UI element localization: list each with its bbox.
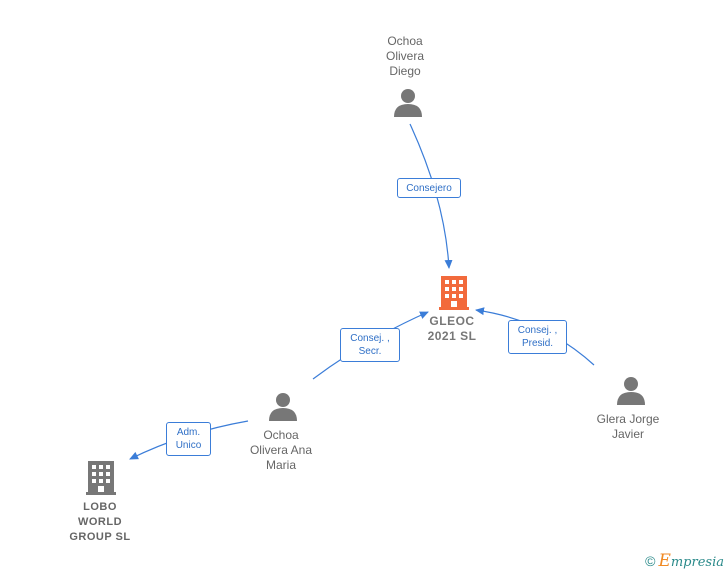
brand-footer[interactable]: ©Empresia bbox=[645, 551, 724, 571]
person-icon[interactable] bbox=[393, 88, 423, 118]
building-icon[interactable] bbox=[439, 276, 469, 310]
edge-label-consejero: Consejero bbox=[397, 178, 461, 198]
person-icon[interactable] bbox=[616, 376, 646, 406]
brand-logo-text: mpresia bbox=[670, 555, 724, 570]
brand-logo-initial: E bbox=[658, 551, 671, 571]
edge-label-consej-secr: Consej. , Secr. bbox=[340, 328, 400, 362]
node-lobo-label[interactable]: LOBO WORLD GROUP SL bbox=[69, 501, 131, 543]
edge-label-consej-presid: Consej. , Presid. bbox=[508, 320, 567, 354]
node-gleoc-label[interactable]: GLEOC 2021 SL bbox=[427, 314, 477, 343]
node-ochoa-ana-label[interactable]: Ochoa Olivera Ana Maria bbox=[249, 428, 313, 472]
edge-label-adm-unico: Adm. Unico bbox=[166, 422, 211, 456]
node-glera-label[interactable]: Glera Jorge Javier bbox=[596, 412, 660, 441]
node-ochoa-diego-label[interactable]: Ochoa Olivera Diego bbox=[385, 34, 424, 78]
person-icon[interactable] bbox=[268, 392, 298, 422]
copyright-icon: © bbox=[645, 553, 656, 569]
building-icon[interactable] bbox=[86, 461, 116, 495]
